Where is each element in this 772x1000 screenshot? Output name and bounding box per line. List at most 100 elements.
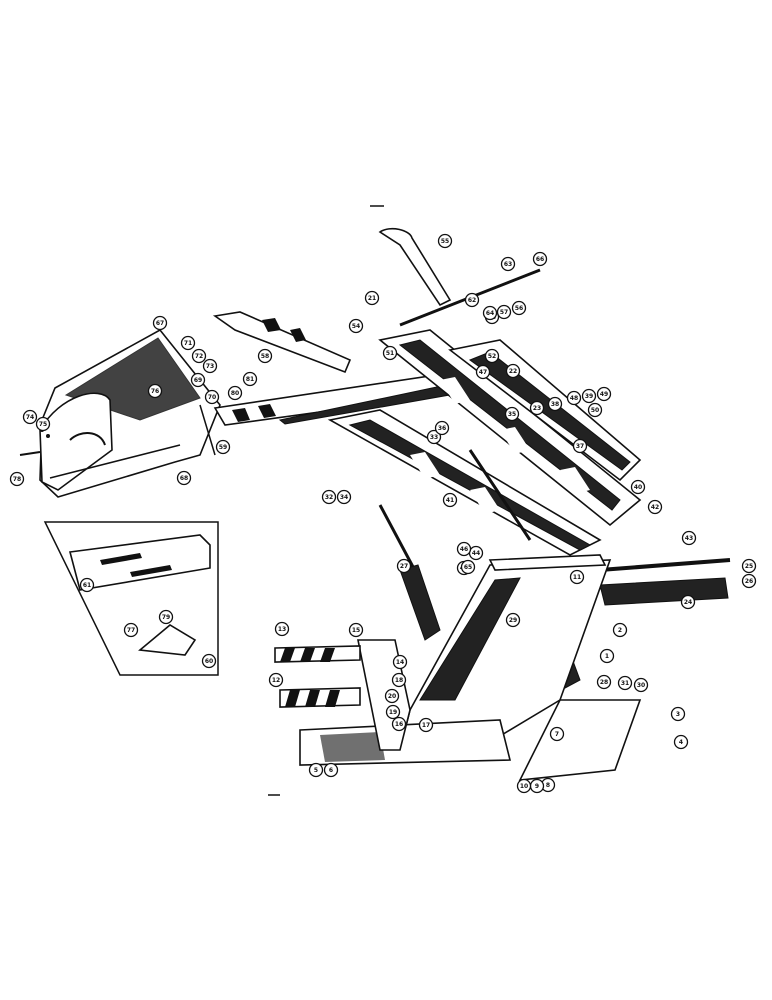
callout-79: 79 <box>158 609 174 625</box>
callout-label: 19 <box>389 709 397 716</box>
callout-circle <box>434 420 450 436</box>
upper-arm <box>212 311 352 374</box>
callout-circle <box>204 389 220 405</box>
callout-16: 16 <box>391 716 407 732</box>
callout-label: 22 <box>509 368 517 375</box>
callout-circle <box>9 471 25 487</box>
callout-circle <box>549 726 565 742</box>
callout-label: 15 <box>352 627 360 634</box>
callout-label: 65 <box>464 564 472 571</box>
callout-label: 59 <box>219 444 227 451</box>
callout-37: 37 <box>572 438 588 454</box>
callout-74: 74 <box>22 409 38 425</box>
callout-5: 5 <box>308 762 324 778</box>
callout-label: 6 <box>329 767 333 774</box>
callout-22: 22 <box>505 363 521 379</box>
callout-circle <box>323 762 339 778</box>
callout-label: 50 <box>591 407 599 414</box>
callout-circle <box>191 348 207 364</box>
callout-label: 35 <box>508 411 516 418</box>
callout-1: 1 <box>599 648 615 664</box>
callout-label: 78 <box>13 476 21 483</box>
callout-circle <box>475 364 491 380</box>
callout-label: 46 <box>460 546 468 553</box>
callout-26: 26 <box>741 573 757 589</box>
callout-43: 43 <box>681 530 697 546</box>
callout-circle <box>587 402 603 418</box>
callout-label: 4 <box>679 739 683 746</box>
callout-label: 18 <box>395 677 403 684</box>
callout-label: 71 <box>184 340 192 347</box>
callout-label: 60 <box>205 658 213 665</box>
callout-label: 49 <box>600 391 608 398</box>
callout-label: 73 <box>206 363 214 370</box>
callout-label: 77 <box>127 627 135 634</box>
callout-label: 61 <box>83 582 91 589</box>
callout-label: 14 <box>396 659 404 666</box>
callout-label: 7 <box>555 731 559 738</box>
callout-circle <box>633 677 649 693</box>
callout-circle <box>500 256 516 272</box>
callout-label: 70 <box>208 394 216 401</box>
callout-label: 12 <box>272 677 280 684</box>
callout-circle <box>596 674 612 690</box>
callout-59: 59 <box>215 439 231 455</box>
callout-label: 26 <box>745 578 753 585</box>
callout-38: 38 <box>547 396 563 412</box>
callout-label: 27 <box>400 563 408 570</box>
callout-label: 23 <box>533 405 541 412</box>
callout-label: 68 <box>180 475 188 482</box>
callout-label: 3 <box>676 711 680 718</box>
callout-2: 2 <box>612 622 628 638</box>
callout-61: 61 <box>79 577 95 593</box>
callout-label: 51 <box>386 350 394 357</box>
callout-circle <box>227 385 243 401</box>
callout-label: 55 <box>441 238 449 245</box>
callout-circle <box>308 762 324 778</box>
callout-33: 33 <box>426 429 442 445</box>
callout-label: 36 <box>438 425 446 432</box>
callout-circle <box>180 335 196 351</box>
callout-label: 10 <box>520 783 528 790</box>
callout-circle <box>215 439 231 455</box>
callout-circle <box>201 653 217 669</box>
callout-67: 67 <box>152 315 168 331</box>
callout-4: 4 <box>673 734 689 750</box>
callout-54: 54 <box>348 318 364 334</box>
callout-label: 40 <box>634 484 642 491</box>
callout-label: 28 <box>600 679 608 686</box>
callout-circle <box>741 558 757 574</box>
callout-31: 31 <box>617 675 633 691</box>
callout-circle <box>123 622 139 638</box>
callout-label: 63 <box>504 261 512 268</box>
callout-label: 1 <box>605 653 609 660</box>
callout-label: 13 <box>278 626 286 633</box>
inset-detail-box <box>43 521 219 676</box>
callout-29: 29 <box>505 612 521 628</box>
callout-65: 65 <box>460 559 476 575</box>
callout-10: 10 <box>516 778 532 794</box>
callout-73: 73 <box>202 358 218 374</box>
callout-55: 55 <box>437 233 453 249</box>
callout-57: 57 <box>496 304 512 320</box>
callout-circle <box>268 672 284 688</box>
callout-40: 40 <box>630 479 646 495</box>
callout-circle <box>35 416 51 432</box>
callout-32: 32 <box>321 489 337 505</box>
callout-circle <box>426 429 442 445</box>
callout-label: 69 <box>194 377 202 384</box>
callout-14: 14 <box>392 654 408 670</box>
callout-71: 71 <box>180 335 196 351</box>
boom-arms <box>327 329 642 556</box>
callout-label: 48 <box>570 395 578 402</box>
callout-circle <box>437 233 453 249</box>
callout-circle <box>673 734 689 750</box>
callout-circle <box>482 305 498 321</box>
callout-label: 37 <box>576 443 584 450</box>
callout-circle <box>460 559 476 575</box>
callout-60: 60 <box>201 653 217 669</box>
callout-21: 21 <box>364 290 380 306</box>
callout-circle <box>484 348 500 364</box>
callout-circle <box>569 569 585 585</box>
callout-17: 17 <box>418 717 434 733</box>
